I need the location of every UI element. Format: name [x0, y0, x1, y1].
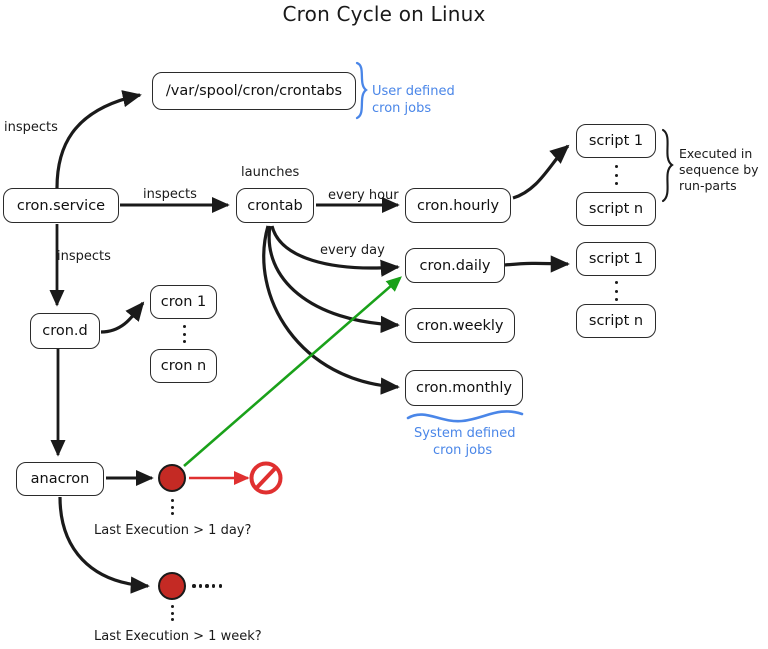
node-cron-d[interactable]: cron.d: [30, 313, 100, 349]
annotation-user-defined-line1: User defined: [372, 84, 455, 99]
edge-crontab-to-daily: [270, 225, 400, 277]
node-cron-1[interactable]: cron 1: [150, 285, 217, 319]
edge-hourly-to-script1: [512, 144, 570, 200]
edge-crontab-to-monthly: [262, 225, 400, 395]
edge-daily-to-script1: [504, 255, 570, 273]
ellipsis-week-trailing: [192, 584, 222, 588]
edge-label-inspects-crontab: inspects: [143, 187, 197, 202]
edge-label-launches: launches: [241, 165, 300, 180]
note-run-parts-line3: run-parts: [679, 178, 737, 193]
annotation-user-defined-line2: cron jobs: [372, 101, 432, 116]
caption-last-execution-day: Last Execution > 1 day?: [94, 523, 252, 538]
edge-label-inspects-crond: inspects: [57, 249, 111, 264]
node-hourly-script-1[interactable]: script 1: [576, 124, 656, 158]
red-decision-dot-week[interactable]: [158, 572, 186, 600]
edge-day-decision-to-daily-green: [183, 276, 402, 467]
node-cron-n[interactable]: cron n: [150, 349, 217, 383]
edge-label-every-hour: every hour: [328, 188, 399, 203]
node-daily-script-1[interactable]: script 1: [576, 242, 656, 276]
node-anacron[interactable]: anacron: [16, 462, 104, 496]
node-hourly-script-n[interactable]: script n: [576, 192, 656, 226]
prohibition-icon: [249, 461, 283, 495]
caption-last-execution-week: Last Execution > 1 week?: [94, 629, 262, 644]
node-cron-daily[interactable]: cron.daily: [405, 248, 505, 283]
note-run-parts-line2: sequence by: [679, 162, 759, 177]
ellipsis-day-decision: [170, 499, 174, 515]
edge-service-to-crontabs: [55, 90, 142, 189]
page-title: Cron Cycle on Linux: [282, 2, 486, 26]
edge-crond-to-cron1: [100, 301, 145, 334]
annotation-system-defined-line1: System defined: [414, 426, 516, 441]
node-cron-hourly[interactable]: cron.hourly: [405, 188, 511, 223]
node-cron-weekly[interactable]: cron.weekly: [405, 308, 515, 343]
squiggle-system-defined: [406, 410, 524, 423]
node-crontab[interactable]: crontab: [236, 188, 314, 223]
edge-anacron-to-week-decision: [58, 496, 150, 594]
ellipsis-week-decision: [170, 605, 174, 621]
note-run-parts-line1: Executed in: [679, 146, 753, 161]
edge-crontab-to-weekly: [267, 225, 400, 334]
node-cron-monthly[interactable]: cron.monthly: [405, 370, 523, 406]
ellipsis-hourly-scripts: [614, 165, 618, 185]
node-daily-script-n[interactable]: script n: [576, 304, 656, 338]
node-crontabs-dir[interactable]: /var/spool/cron/crontabs: [152, 72, 356, 110]
edge-label-inspects-crontabs: inspects: [4, 120, 58, 135]
red-decision-dot-day[interactable]: [158, 464, 186, 492]
edge-label-every-day: every day: [320, 243, 385, 258]
brace-run-parts: [661, 128, 674, 203]
annotation-system-defined-line2: cron jobs: [433, 443, 493, 458]
brace-user-defined: [355, 61, 368, 120]
ellipsis-daily-scripts: [614, 281, 618, 301]
ellipsis-cron-list: [182, 325, 186, 343]
node-cron-service[interactable]: cron.service: [3, 188, 119, 223]
